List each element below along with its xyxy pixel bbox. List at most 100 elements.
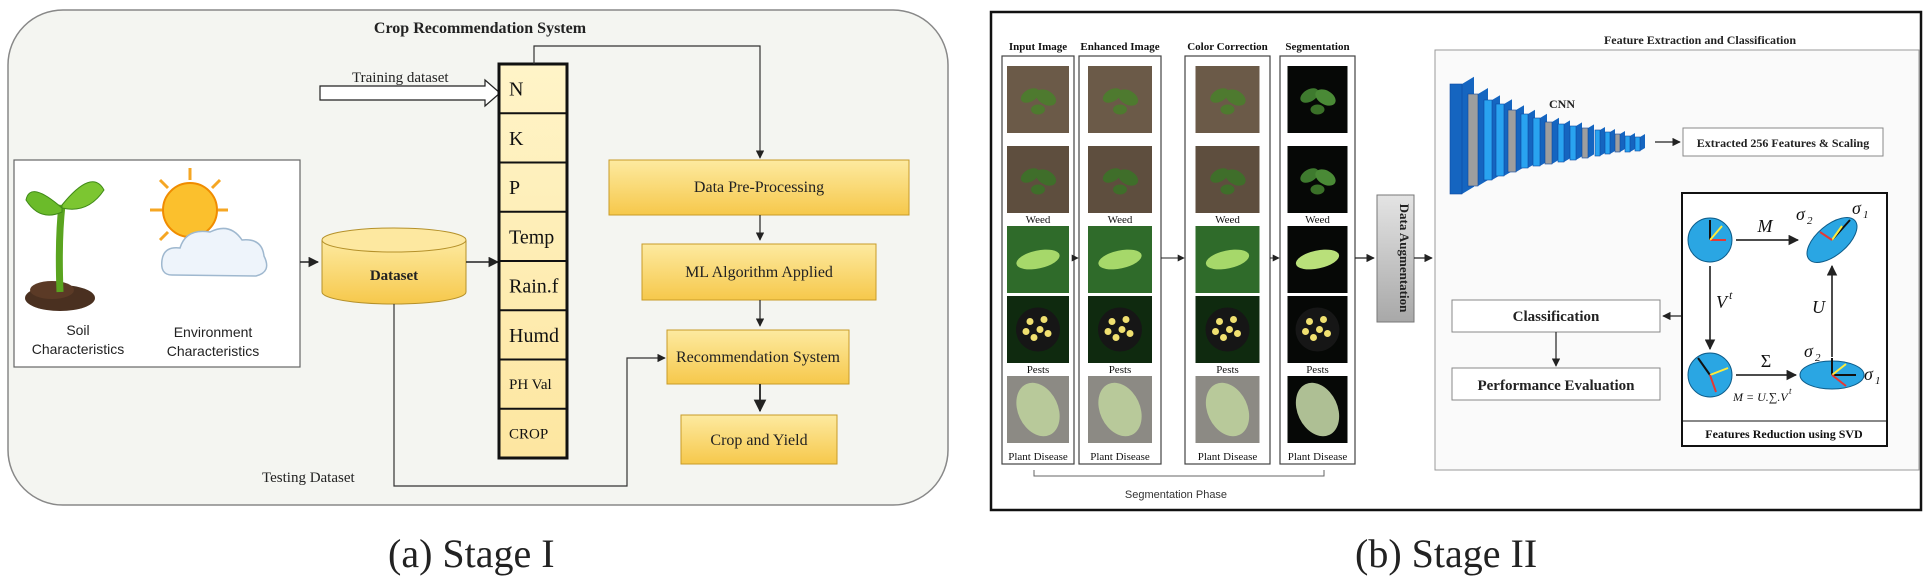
training-arrow (319, 78, 501, 108)
caption-stage1: (a) Stage I (388, 531, 555, 576)
image-row-label: Pests (1027, 364, 1050, 376)
beetle-spot (1026, 318, 1034, 325)
beetle-spot (1030, 334, 1038, 341)
feature-cell-label: K (509, 128, 524, 150)
image-column-header: Segmentation (1285, 41, 1349, 53)
dataset-cylinder (321, 227, 467, 305)
insect-shape (1205, 249, 1250, 270)
beetle-spot (1040, 316, 1048, 323)
weed-leaf (1113, 184, 1127, 195)
image-row-label: Pests (1306, 364, 1329, 376)
weed-leaf (1102, 88, 1122, 103)
insect-shape (1098, 249, 1142, 270)
step-box-crop-yield (680, 414, 838, 465)
image-row-label: Pests (1109, 364, 1132, 376)
data-augmentation-label: Data Augmentation (1397, 204, 1412, 313)
image-row-label: Plant Disease (1008, 451, 1068, 463)
beetle-spot (1310, 334, 1317, 341)
cnn-layer-side (1576, 122, 1582, 160)
feature-cell-label: Humd (509, 325, 559, 347)
data-augmentation-box (1376, 194, 1415, 323)
feature-cell-label: Rain.f (509, 276, 559, 298)
svd-symbol-vt: V (1716, 292, 1729, 312)
step-box-preprocessing (608, 159, 910, 216)
cnn-layer (1581, 127, 1589, 159)
cnn-layer-side (1564, 120, 1570, 162)
weed-leaf (1310, 184, 1325, 195)
weed-leaf (1315, 89, 1336, 106)
step-box-recommendation (666, 329, 850, 385)
sprout-icon (25, 181, 105, 311)
classification-label: Classification (1513, 309, 1600, 325)
svd-sigma1-top: σ (1852, 198, 1862, 218)
beetle-spot (1324, 330, 1331, 337)
cnn-layer (1483, 99, 1493, 181)
beetle-spot (1122, 316, 1130, 323)
classification-box (1451, 299, 1661, 333)
weed-leaf (1117, 169, 1139, 186)
svd-sigma2-bottom: σ (1804, 341, 1814, 361)
svd-circle-topleft (1687, 217, 1733, 263)
cnn-layer (1520, 113, 1529, 169)
weed-leaf (1225, 169, 1246, 186)
segmentation-bracket (1033, 470, 1325, 477)
svd-sigma2-top: σ (1796, 204, 1806, 224)
weed-leaf (1220, 184, 1235, 195)
cnn-layer (1624, 135, 1631, 153)
cnn-layer (1604, 131, 1611, 155)
svd-symbol-m: M (1757, 216, 1774, 236)
weed-leaf (1020, 88, 1040, 103)
svd-sigma2-top-sub: 2 (1807, 215, 1813, 227)
cnn-layer-side (1630, 133, 1635, 152)
beetle-spot (1320, 316, 1327, 323)
weed-leaf (1315, 169, 1336, 186)
sun-cloud-icon (150, 168, 268, 277)
image-column-header: Enhanced Image (1080, 41, 1159, 53)
cnn-layer (1569, 125, 1577, 161)
performance-box (1451, 367, 1661, 401)
column-to-preprocessing-path (533, 45, 765, 159)
beetle-spot (1126, 330, 1134, 337)
leaf-shape (1205, 382, 1250, 437)
cnn-layer (1614, 133, 1621, 153)
step-box-ml (641, 243, 877, 301)
cnn-layer (1507, 109, 1517, 173)
svd-symbol-vt-sup: t (1729, 288, 1733, 302)
extracted-features-box (1682, 127, 1884, 157)
beetle-spot (1212, 328, 1219, 335)
svd-symbol-u: U (1812, 297, 1826, 317)
cnn-layer (1594, 129, 1601, 157)
env-label-line1: Environment (174, 324, 253, 340)
feature-cell-label: N (509, 79, 523, 101)
step-label-crop-yield: Crop and Yield (710, 432, 807, 449)
image-row-label: Pests (1216, 364, 1239, 376)
cnn-layer (1467, 93, 1479, 187)
leaf-shape (1016, 382, 1060, 437)
insect-shape (1295, 249, 1340, 270)
dataset-label: Dataset (370, 268, 418, 284)
weed-leaf (1035, 169, 1057, 186)
image-row-label: Plant Disease (1288, 451, 1348, 463)
feature-cell-label: CROP (509, 426, 548, 442)
cnn-layer-side (1588, 124, 1594, 158)
leaf-shape (1295, 382, 1340, 437)
cnn-layer (1532, 117, 1541, 167)
beetle-spot (1316, 326, 1323, 333)
cnn-icon (1449, 76, 1645, 195)
beetle-spot (1226, 326, 1233, 333)
testing-path (393, 304, 666, 487)
image-row-label: Plant Disease (1198, 451, 1258, 463)
insect-shape (1016, 249, 1060, 270)
weed-leaf (1310, 104, 1325, 115)
extracted-features-label: Extracted 256 Features & Scaling (1697, 136, 1869, 150)
beetle-spot (1036, 326, 1044, 333)
cnn-layer (1634, 136, 1641, 152)
leaf-shape (1098, 382, 1142, 437)
beetle-spot (1220, 334, 1227, 341)
svd-ellipse-bottomright (1799, 358, 1865, 390)
image-row-label: Weed (1305, 214, 1330, 226)
feature-cell-label: PH Val (509, 377, 552, 393)
